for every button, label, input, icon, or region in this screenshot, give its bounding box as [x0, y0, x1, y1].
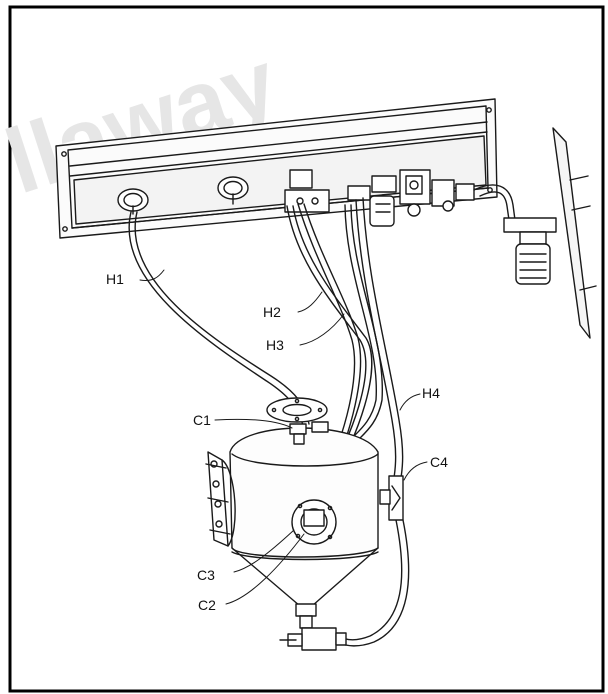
air-filter	[473, 184, 557, 285]
pressure-vessel	[205, 397, 404, 651]
panel-mount-hole	[61, 151, 67, 157]
label-c2: C2	[198, 597, 216, 613]
label-c1: C1	[193, 412, 211, 428]
label-c4: C4	[430, 454, 448, 470]
label-h1: H1	[106, 271, 124, 287]
label-h3: H3	[266, 337, 284, 353]
regulator-assembly	[347, 169, 475, 227]
pressure-gauge-middle	[217, 176, 249, 205]
mounting-plate	[552, 127, 597, 339]
pressure-gauge-left	[117, 188, 149, 215]
top-flange	[266, 397, 328, 423]
diagram-frame	[8, 5, 605, 693]
bottom-valve	[279, 603, 347, 651]
panel-mount-hole	[486, 107, 492, 113]
fitting-c4	[379, 475, 404, 521]
label-h2: H2	[263, 304, 281, 320]
side-port-c2-c3	[291, 499, 337, 545]
hose-h4	[337, 197, 410, 647]
control-panel	[55, 98, 498, 239]
label-c3: C3	[197, 567, 215, 583]
label-h4: H4	[422, 385, 440, 401]
panel-mount-hole	[62, 226, 68, 232]
switch-block	[284, 169, 330, 213]
fitting-c1	[289, 421, 329, 445]
leader-lines	[139, 269, 428, 605]
manhole-cover	[205, 451, 236, 547]
